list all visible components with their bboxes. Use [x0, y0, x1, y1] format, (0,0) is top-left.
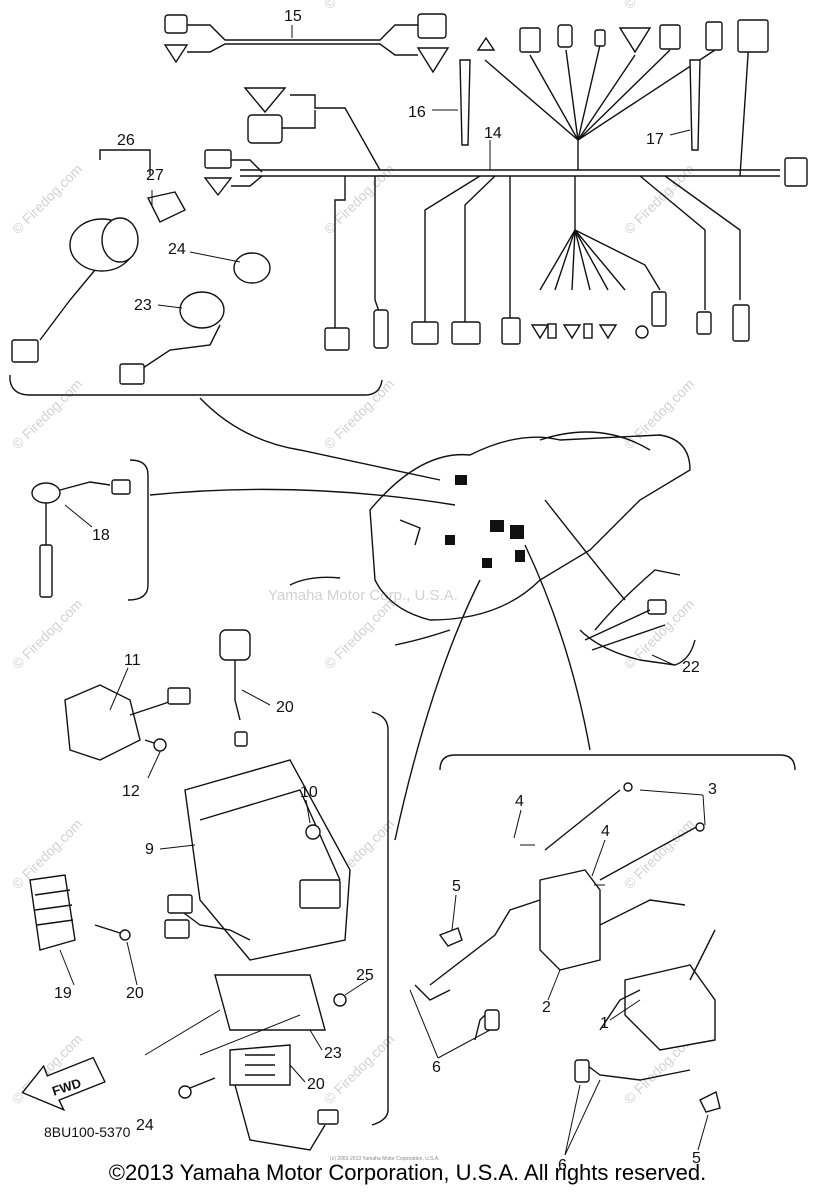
callout-8: 10	[300, 784, 318, 801]
callout-12: 15	[284, 8, 302, 25]
callout-2: 2	[542, 999, 551, 1016]
leader-line-ignition	[524, 544, 591, 751]
callout-9: 11	[124, 652, 141, 669]
watermark-7: © Firedog.com	[321, 376, 397, 452]
callout-4b: 4	[601, 823, 610, 840]
footer-copyright: ©2013 Yamaha Motor Corporation, U.S.A. A…	[108, 1160, 707, 1185]
leader-line-15	[149, 488, 456, 506]
main-switch-24	[9, 149, 383, 396]
bracket-21	[144, 974, 347, 1151]
callout-6b: 6	[558, 1157, 567, 1174]
fwd-arrow: FWD	[21, 1056, 106, 1112]
callout-15: 18	[92, 527, 110, 544]
callout-26: 23	[134, 297, 152, 314]
callout-20: 22	[682, 659, 700, 676]
callout-11: 14	[484, 125, 502, 142]
callout-5b: 5	[692, 1150, 701, 1167]
callout-14: 17	[646, 131, 664, 148]
watermark-16: © Firedog.com	[321, 1031, 397, 1107]
watermark-10: © Firedog.com	[321, 596, 397, 672]
callout-21: 23	[324, 1045, 342, 1062]
cdi-unit-7	[164, 711, 389, 1126]
callout-25: 27	[146, 167, 164, 184]
callout-4a: 4	[515, 793, 524, 810]
watermark-2: © Firedog.com	[621, 0, 697, 12]
callout-23: 25	[356, 967, 374, 984]
callout-7: 9	[145, 841, 154, 858]
callout-24: 26	[117, 132, 135, 149]
callout-5a: 5	[452, 878, 461, 895]
part-code: 8BU100-5370	[44, 1124, 131, 1140]
callout-17: 20	[126, 985, 144, 1002]
watermark-14: © Firedog.com	[621, 816, 697, 892]
small-copyright: (c) 2003-2013 Yamaha Motor Corporation, …	[330, 1156, 440, 1162]
callout-27: 24	[168, 241, 186, 258]
watermark-6: © Firedog.com	[9, 376, 85, 452]
watermark-4: © Firedog.com	[321, 161, 397, 237]
callout-3: 3	[708, 781, 717, 798]
watermark-9: © Firedog.com	[9, 596, 85, 672]
leader-line-20	[544, 499, 626, 601]
main-harness-11	[203, 19, 808, 351]
regulator-9	[64, 684, 191, 761]
callout-6a: 6	[432, 1059, 441, 1076]
callout-16: 19	[54, 985, 72, 1002]
leader-line-24	[199, 397, 441, 481]
snowmobile-body	[289, 431, 691, 646]
watermark-3: © Firedog.com	[9, 161, 85, 237]
leader-line-cdi	[394, 579, 481, 841]
callout-numbers: 15 16 14 17 26 27 24 23 18 22 11 20 12 1…	[54, 8, 717, 1174]
lead-wire-20	[579, 569, 696, 666]
callout-19: 20	[276, 699, 294, 716]
callout-18: 20	[307, 1076, 325, 1093]
callout-13: 16	[408, 104, 426, 121]
ignition-coil-group	[414, 754, 796, 1113]
watermark-1: © Firedog.com	[321, 0, 397, 12]
callout-leaders	[59, 25, 709, 1156]
watermark-center: Yamaha Motor Corp., U.S.A.	[268, 587, 458, 604]
kill-switch-15	[31, 459, 149, 601]
callout-22: 24	[136, 1117, 154, 1134]
callout-10: 12	[122, 783, 140, 800]
watermark-5: © Firedog.com	[621, 161, 697, 237]
rectifier-16	[29, 874, 131, 951]
callout-1: 1	[600, 1015, 609, 1032]
condenser-19	[219, 629, 251, 747]
harness-12	[163, 13, 450, 74]
